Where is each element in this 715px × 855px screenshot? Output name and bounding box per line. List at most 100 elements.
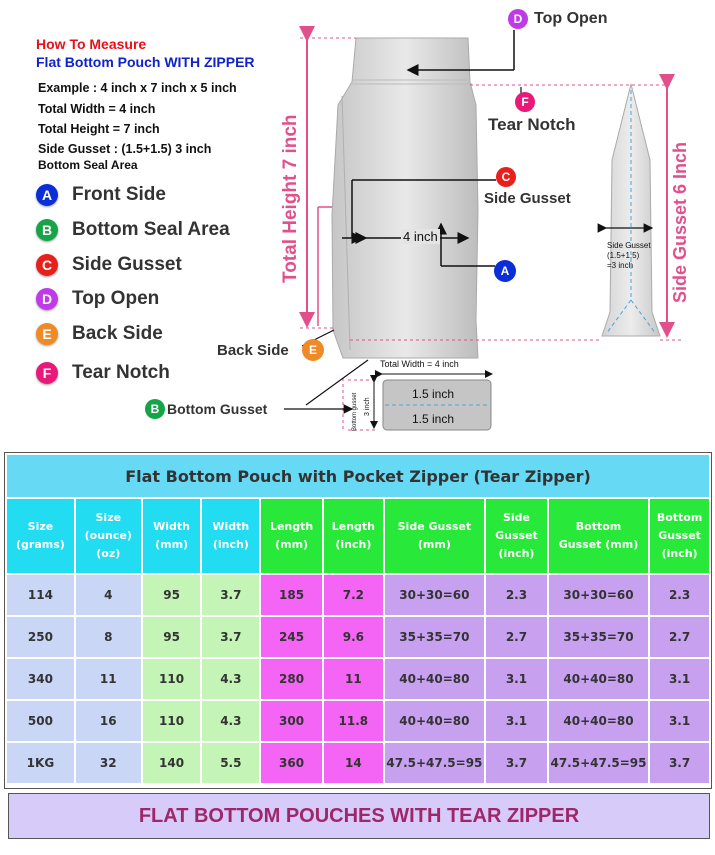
table-cell: 2.7 [486, 617, 547, 657]
how-to-measure-title: How To Measure [36, 36, 147, 52]
table-cell: 30+30=60 [548, 575, 649, 615]
bottom-gusset-small-label: Bottom gusset [352, 392, 358, 431]
table-row: 340 11 110 4.3 280 11 40+40=80 3.1 40+40… [7, 659, 709, 699]
table-cell: 3.7 [650, 743, 709, 783]
table-cell: 110 [142, 701, 201, 741]
half-gusset-label-a: 1.5 inch [412, 387, 455, 401]
table-cell: 16 [75, 701, 141, 741]
table-cell: 35+35=70 [548, 617, 649, 657]
pouch-front-shape [331, 37, 479, 359]
legend-item-front-side: A Front Side [36, 183, 166, 207]
total-width-label: Total Width = 4 inch [380, 359, 459, 369]
table-cell: 114 [7, 575, 74, 615]
a-badge-icon: A [36, 184, 58, 206]
table-cell: 32 [75, 743, 141, 783]
header-size-ounce: Size(ounce)(oz) [75, 499, 141, 573]
table-row: 114 4 95 3.7 185 7.2 30+30=60 2.3 30+30=… [7, 575, 709, 615]
table-cell: 5.5 [202, 743, 260, 783]
c-badge-icon: C [496, 167, 516, 187]
legend-item-side-gusset: C Side Gusset [36, 253, 182, 277]
legend-label: Tear Notch [72, 362, 170, 383]
side-gusset-6-label: Side Gusset 6 Inch [670, 141, 690, 303]
table-cell: 8 [75, 617, 141, 657]
legend-label: Back Side [72, 323, 163, 344]
table-cell: 185 [261, 575, 322, 615]
size-table-container: Flat Bottom Pouch with Pocket Zipper (Te… [4, 452, 712, 789]
table-title: Flat Bottom Pouch with Pocket Zipper (Te… [7, 455, 709, 497]
table-cell: 40+40=80 [548, 701, 649, 741]
side-gusset-label: Side Gusset [484, 190, 571, 207]
size-table: Flat Bottom Pouch with Pocket Zipper (Te… [5, 453, 711, 785]
header-length-mm: Length(mm) [261, 499, 322, 573]
b-badge-icon: B [36, 219, 58, 241]
table-row: 1KG 32 140 5.5 360 14 47.5+47.5=95 3.7 4… [7, 743, 709, 783]
table-cell: 40+40=80 [384, 701, 485, 741]
half-gusset-label-b: 1.5 inch [412, 412, 455, 426]
legend-item-tear-notch: F Tear Notch [36, 361, 170, 385]
three-inch-label: 3 inch [364, 397, 371, 416]
table-cell: 140 [142, 743, 201, 783]
back-side-label: Back Side [217, 342, 289, 359]
table-cell: 30+30=60 [384, 575, 485, 615]
legend-label: Front Side [72, 184, 166, 205]
e-badge-icon: E [36, 323, 58, 345]
side-gusset-text: Side Gusset : (1.5+1.5) 3 inch [38, 142, 212, 156]
total-height-text: Total Height = 7 inch [38, 122, 160, 136]
table-cell: 11.8 [323, 701, 383, 741]
table-cell: 95 [142, 617, 201, 657]
table-cell: 2.3 [486, 575, 547, 615]
header-width-inch: Width(inch) [202, 499, 260, 573]
table-cell: 11 [323, 659, 383, 699]
table-cell: 11 [75, 659, 141, 699]
table-row: 500 16 110 4.3 300 11.8 40+40=80 3.1 40+… [7, 701, 709, 741]
table-cell: 1KG [7, 743, 74, 783]
legend-item-bottom-seal: B Bottom Seal Area [36, 218, 230, 242]
four-inch-label: 4 inch [401, 229, 440, 244]
side-gusset-note: Side Gusset (1.5+1.5) =3 inch [607, 241, 651, 270]
header-side-gusset-mm: Side Gusset(mm) [384, 499, 485, 573]
table-header-row: Size(grams) Size(ounce)(oz) Width(mm) Wi… [7, 499, 709, 573]
a-badge-icon: A [494, 260, 516, 282]
table-cell: 35+35=70 [384, 617, 485, 657]
bottom-seal-text: Bottom Seal Area [38, 158, 138, 172]
total-height-label: Total Height 7 inch [280, 114, 301, 283]
d-badge-icon: D [508, 9, 528, 29]
table-cell: 500 [7, 701, 74, 741]
table-cell: 40+40=80 [384, 659, 485, 699]
header-width-mm: Width(mm) [142, 499, 201, 573]
header-size-grams: Size(grams) [7, 499, 74, 573]
table-cell: 40+40=80 [548, 659, 649, 699]
product-title: Flat Bottom Pouch WITH ZIPPER [36, 54, 255, 70]
table-cell: 340 [7, 659, 74, 699]
c-badge-icon: C [36, 254, 58, 276]
example-text: Example : 4 inch x 7 inch x 5 inch [38, 81, 237, 95]
f-badge-icon: F [515, 92, 535, 112]
f-badge-icon: F [36, 362, 58, 384]
pouch-diagram [284, 26, 682, 431]
table-cell: 7.2 [323, 575, 383, 615]
table-cell: 4.3 [202, 659, 260, 699]
e-badge-icon: E [302, 339, 324, 361]
table-cell: 9.6 [323, 617, 383, 657]
top-open-callout: D Top Open [508, 9, 607, 29]
table-row: 250 8 95 3.7 245 9.6 35+35=70 2.7 35+35=… [7, 617, 709, 657]
total-width-text: Total Width = 4 inch [38, 102, 156, 116]
table-cell: 250 [7, 617, 74, 657]
table-cell: 360 [261, 743, 322, 783]
d-badge-icon: D [36, 288, 58, 310]
table-cell: 95 [142, 575, 201, 615]
table-cell: 4.3 [202, 701, 260, 741]
table-cell: 110 [142, 659, 201, 699]
table-cell: 3.1 [486, 701, 547, 741]
table-cell: 3.1 [650, 659, 709, 699]
table-cell: 3.1 [650, 701, 709, 741]
table-cell: 14 [323, 743, 383, 783]
table-cell: 3.7 [202, 617, 260, 657]
bottom-gusset-callout: B Bottom Gusset [145, 399, 267, 419]
table-cell: 47.5+47.5=95 [548, 743, 649, 783]
table-cell: 4 [75, 575, 141, 615]
tear-notch-label: Tear Notch [488, 115, 576, 134]
table-cell: 280 [261, 659, 322, 699]
